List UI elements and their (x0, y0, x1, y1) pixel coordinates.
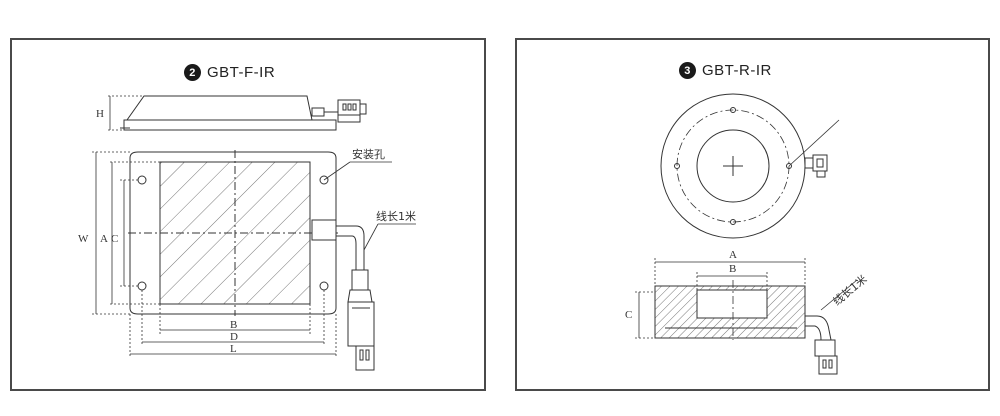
title-gbt-f-ir: 2 GBT-F-IR (184, 64, 275, 81)
dim-label-a: A (729, 249, 737, 261)
front-view (128, 150, 375, 371)
dim-label-b: B (230, 319, 237, 331)
side-view (120, 95, 367, 131)
dim-label-h: H (96, 108, 104, 120)
diagram-gbt-f-ir: H 安装孔 线长1米 (78, 95, 416, 371)
callout-cable-length: 线长1米 (376, 209, 416, 223)
callout-mounting-hole: 安装孔 (352, 147, 385, 161)
model-name: GBT-F-IR (207, 64, 276, 81)
section-view (654, 279, 858, 375)
dimension-h (108, 95, 144, 131)
dim-label-c: C (111, 233, 118, 245)
section-dimensions (635, 258, 806, 339)
dim-label-c: C (625, 309, 632, 321)
dimensions-horizontal (129, 290, 337, 358)
top-view (660, 93, 840, 239)
callout-leaders (323, 161, 416, 251)
dim-label-l: L (230, 343, 237, 355)
title-gbt-r-ir: 3 GBT-R-IR (679, 62, 772, 79)
dimensions-vertical (92, 151, 160, 315)
model-name: GBT-R-IR (702, 62, 772, 79)
dim-label-b: B (729, 263, 736, 275)
panel-gbt-f-ir: 2 GBT-F-IR H (10, 38, 486, 391)
diagram-gbt-r-ir: A B C 线长1米 (625, 93, 870, 375)
dim-label-a: A (100, 233, 108, 245)
number-badge: 3 (679, 62, 696, 79)
panel-gbt-r-ir: 3 GBT-R-IR (515, 38, 990, 391)
callout-cable-length: 线长1米 (830, 272, 870, 308)
dim-label-w: W (78, 233, 89, 245)
dim-label-d: D (230, 331, 238, 343)
number-badge: 2 (184, 64, 201, 81)
